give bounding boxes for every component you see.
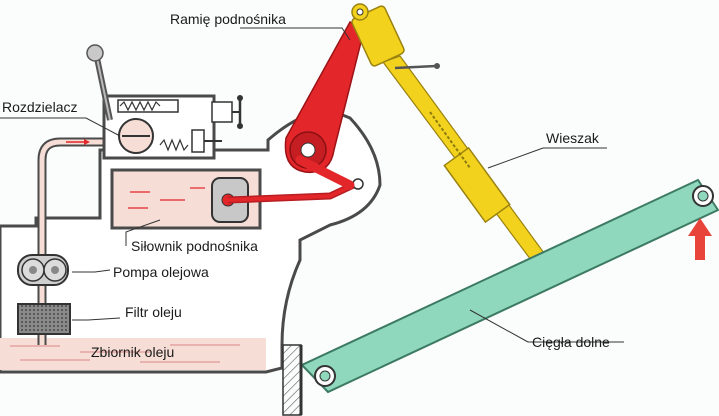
oil-filter [17,303,71,335]
label-distributor: Rozdzielacz [2,99,77,115]
cylinder-flow-marks [128,187,205,209]
top-link-hanger [351,3,557,277]
oil-tank-waves [10,344,240,363]
label-oil-filter: Filtr oleju [125,304,182,320]
pivot-support [282,344,303,416]
label-lower-links: Cięgła dolne [532,334,610,350]
control-lever [86,44,113,121]
lower-link [300,178,719,394]
oil-pump [17,254,69,286]
lift-arm [284,20,365,190]
label-oil-pump: Pompa olejowa [113,264,209,280]
label-lift-cylinder: Siłownik podnośnika [131,238,258,254]
label-oil-tank: Zbiornik oleju [91,344,174,360]
label-hanger: Wieszak [546,130,600,146]
lift-direction-arrow [688,218,712,260]
leader-lines [0,27,624,343]
tractor-housing [0,108,382,374]
housing-outline [0,108,382,374]
label-lift-arm: Ramię podnośnika [170,11,286,27]
distributor-valve [102,94,243,160]
